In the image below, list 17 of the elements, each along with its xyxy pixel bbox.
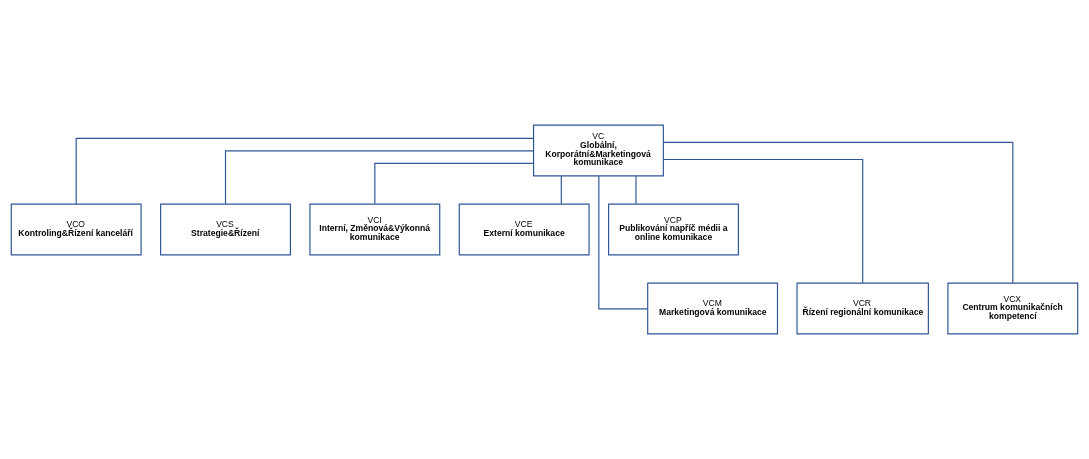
node-box: VCI Interní, Změnová&Výkonná komunikace [309,203,441,256]
node-box: VCP Publikování napříč médii a online komunikace [608,203,739,256]
connector [635,175,637,205]
connector [598,175,648,310]
connector [75,137,534,205]
node-box: VC Globální, Korporátní&Marketingová komunikace [532,124,664,177]
connector [374,162,535,205]
connector [224,150,535,205]
connector [560,175,562,205]
node-box: VCO Kontroling&Řízení kanceláří [10,203,142,256]
node-box: VCX Centrum komunikačních kompetencí [947,282,1079,335]
connector [662,158,864,284]
node-box: VCE Externí komunikace [458,203,590,256]
node-box: VCM Marketingová komunikace [647,282,779,335]
node-box: VCS Strategie&Řízení [160,203,291,256]
connector [662,141,1014,284]
node-box: VCR Řízení regionální komunikace [796,282,929,335]
